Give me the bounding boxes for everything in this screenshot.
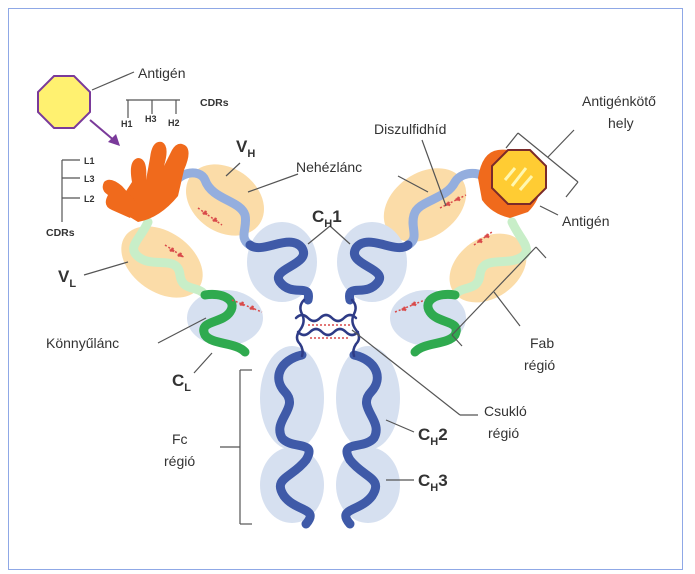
cdr-left xyxy=(103,142,189,222)
label-fc-line2: régió xyxy=(164,453,195,469)
label-cl: CL xyxy=(172,371,191,394)
label-ch2-num: 2 xyxy=(438,425,447,444)
label-antigenkoto-line1: Antigénkötő xyxy=(582,93,656,109)
label-csuklo-line1: Csukló xyxy=(484,403,527,419)
label-ch3-main: C xyxy=(418,471,430,490)
label-ch3-sub: H xyxy=(430,482,438,494)
label-h2: H2 xyxy=(168,118,180,128)
label-antigen-right: Antigén xyxy=(562,213,609,229)
label-ch1-num: 1 xyxy=(332,207,341,226)
label-cl-sub: L xyxy=(184,382,191,394)
label-ch1: CH1 xyxy=(312,207,342,230)
label-l1: L1 xyxy=(84,156,95,166)
label-fc-line1: Fc xyxy=(172,431,188,447)
label-ch2-sub: H xyxy=(430,436,438,448)
label-ch3: CH3 xyxy=(418,471,448,494)
label-ch3-num: 3 xyxy=(438,471,447,490)
label-diszulfidhid: Diszulfidhíd xyxy=(374,121,446,137)
hinge-lower xyxy=(298,329,358,335)
label-cdrs-light: CDRs xyxy=(46,227,75,239)
label-ch2-main: C xyxy=(418,425,430,444)
label-fab-line2: régió xyxy=(524,357,555,373)
ch3-domain-left xyxy=(260,447,324,523)
cdr-right xyxy=(478,150,546,218)
leader-lines xyxy=(62,72,578,524)
label-konnyulanc: Könnyűlánc xyxy=(46,335,119,351)
label-ch1-sub: H xyxy=(324,218,332,230)
hinge-right-strand xyxy=(352,300,359,356)
label-l2: L2 xyxy=(84,194,95,204)
label-antigen-top: Antigén xyxy=(138,65,185,81)
label-fab-line1: Fab xyxy=(530,335,554,351)
antigen-free-left xyxy=(38,76,90,128)
label-ch1-main: C xyxy=(312,207,324,226)
hinge-upper xyxy=(296,315,356,321)
label-cdrs-heavy: CDRs xyxy=(200,97,229,109)
label-vh-sub: H xyxy=(247,148,255,160)
label-csuklo-line2: régió xyxy=(488,425,519,441)
label-nehezlanc: Nehézlánc xyxy=(296,159,362,175)
label-l3: L3 xyxy=(84,174,95,184)
label-antigenkoto-line2: hely xyxy=(608,115,634,131)
label-vl-sub: L xyxy=(69,278,76,290)
label-ch2: CH2 xyxy=(418,425,448,448)
label-vh-main: V xyxy=(236,137,248,156)
label-cl-main: C xyxy=(172,371,184,390)
label-h3: H3 xyxy=(145,114,157,124)
label-h1: H1 xyxy=(121,119,133,129)
label-vh: VH xyxy=(236,137,255,160)
label-vl-main: V xyxy=(58,267,70,286)
label-vl: VL xyxy=(58,267,76,290)
